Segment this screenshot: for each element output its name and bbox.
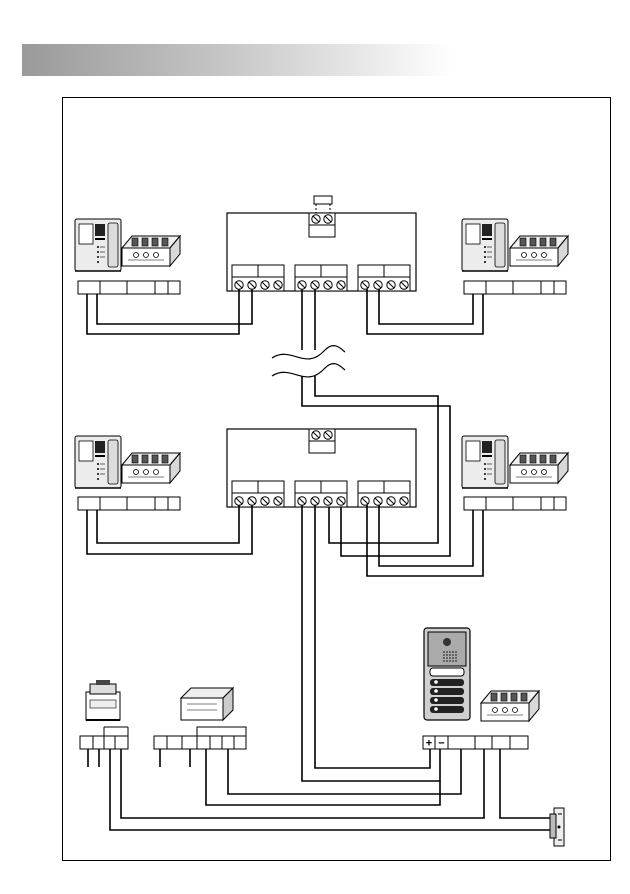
power-supply-icon <box>181 688 233 720</box>
power-supply-terminals <box>80 727 128 749</box>
terminal-plus-label: + <box>426 738 432 750</box>
door-panel-terminals: + − <box>423 736 528 750</box>
adapter-module-icon <box>510 236 568 266</box>
monitor-terminal-strip <box>78 281 180 294</box>
wire-break-icon <box>272 346 345 377</box>
adapter-module-icon <box>481 691 539 721</box>
adapter-module-icon <box>122 453 180 483</box>
door-panel-icon <box>424 628 470 720</box>
monitor-icon <box>75 436 121 488</box>
termination-plug <box>314 196 332 204</box>
adapter-module-icon <box>510 453 568 483</box>
monitor-icon <box>75 219 121 271</box>
monitor-terminal-strip <box>464 497 566 510</box>
distributor-bottom <box>227 429 416 507</box>
power-supply-icon <box>86 680 120 720</box>
monitor-icon <box>462 436 508 488</box>
monitor-icon <box>462 219 508 271</box>
distributor-top <box>227 213 416 291</box>
adapter-module-icon <box>122 236 180 266</box>
door-lock-icon <box>550 808 564 846</box>
monitor-terminal-strip <box>464 281 566 294</box>
monitor-terminal-strip <box>78 497 180 510</box>
terminal-minus-label: − <box>438 738 444 750</box>
power-supply-terminals <box>154 727 246 749</box>
